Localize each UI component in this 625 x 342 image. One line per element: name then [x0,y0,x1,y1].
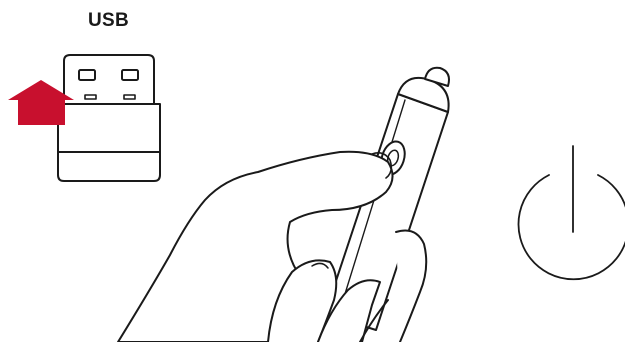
hand-icon [117,150,428,342]
usb-dongle-icon [57,54,161,182]
insert-arrow-icon [8,80,74,125]
usb-label: USB [88,10,130,31]
power-icon [517,145,625,281]
pen-icon [324,66,450,331]
